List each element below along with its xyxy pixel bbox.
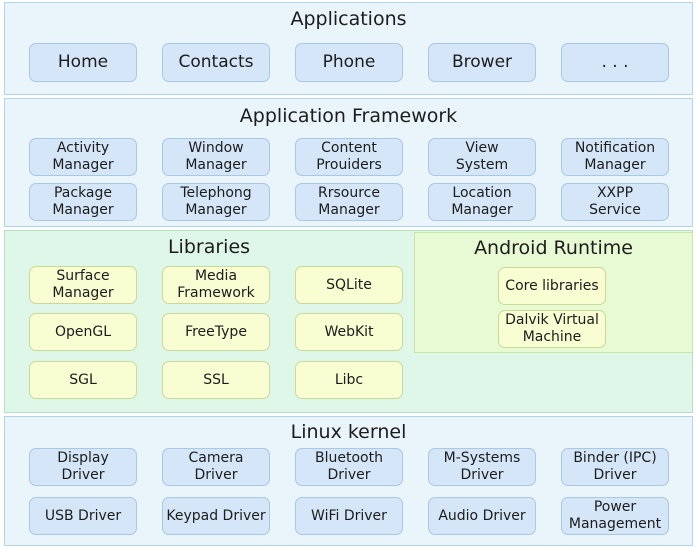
usb-driver-box: USB Driver [29,497,137,535]
applications-title: Applications [290,8,407,30]
keypad-driver-box: Keypad Driver [162,497,270,535]
opengl-box: OpenGL [29,313,137,351]
notification-manager-box: Notification Manager [561,138,669,176]
package-manager-box: Package Manager [29,183,137,221]
telephony-manager-box: Telephong Manager [162,183,270,221]
linux-kernel-title: Linux kernel [290,421,407,443]
location-manager-box: Location Manager [428,183,536,221]
core-libraries-box: Core libraries [498,267,606,305]
app-home-box: Home [29,43,137,82]
app-phone-box: Phone [295,43,403,82]
app-more-box: . . . [561,43,669,82]
camera-driver-box: Camera Driver [162,448,270,486]
app-browser-box: Brower [428,43,536,82]
ssl-box: SSL [162,361,270,399]
power-management-box: Power Management [561,497,669,535]
framework-layer: Application Framework Activity Manager W… [4,98,693,227]
audio-driver-box: Audio Driver [428,497,536,535]
binder-ipc-driver-box: Binder (IPC) Driver [561,448,669,486]
framework-title: Application Framework [239,105,458,127]
view-system-box: View System [428,138,536,176]
linux-kernel-layer: Linux kernel Display Driver Camera Drive… [4,416,693,546]
libraries-title: Libraries [167,236,251,258]
webkit-box: WebKit [295,313,403,351]
surface-manager-box: Surface Manager [29,266,137,304]
android-runtime-title: Android Runtime [474,237,633,259]
applications-layer: Applications Home Contacts Phone Brower … [4,2,693,95]
wifi-driver-box: WiFi Driver [295,497,403,535]
activity-manager-box: Activity Manager [29,138,137,176]
sgl-box: SGL [29,361,137,399]
libc-box: Libc [295,361,403,399]
resource-manager-box: Rrsource Manager [295,183,403,221]
window-manager-box: Window Manager [162,138,270,176]
media-framework-box: Media Framework [162,266,270,304]
bluetooth-driver-box: Bluetooth Driver [295,448,403,486]
xxpp-service-box: XXPP Service [561,183,669,221]
freetype-box: FreeType [162,313,270,351]
display-driver-box: Display Driver [29,448,137,486]
android-runtime-layer: Android Runtime Core libraries Dalvik Vi… [414,232,693,353]
dalvik-vm-box: Dalvik Virtual Machine [498,310,606,348]
m-systems-driver-box: M-Systems Driver [428,448,536,486]
content-providers-box: Content Prouiders [295,138,403,176]
sqlite-box: SQLite [295,266,403,304]
app-contacts-box: Contacts [162,43,270,82]
